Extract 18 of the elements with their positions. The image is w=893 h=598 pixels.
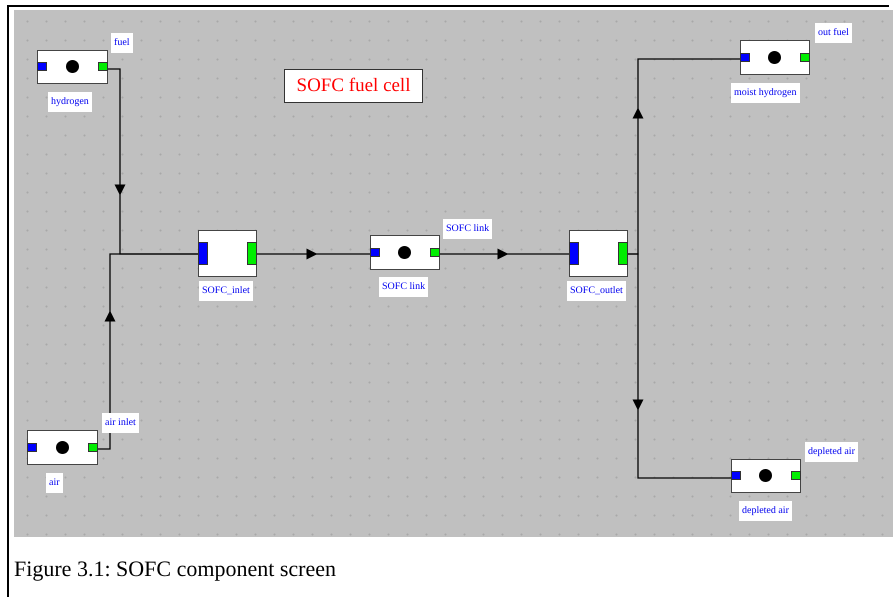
caption: Figure 3.1: SOFC component screen <box>14 556 336 582</box>
stream-name: out fuel <box>815 23 852 43</box>
stream-name: depleted air <box>805 442 858 462</box>
flow-arrow <box>257 248 370 260</box>
stream-name: air inlet <box>102 413 139 433</box>
flow-arrow <box>440 248 569 260</box>
flow-arrow <box>98 253 198 450</box>
component-name: SOFC link <box>379 277 428 297</box>
component-name: SOFC_outlet <box>567 281 626 301</box>
stream-name: SOFC link <box>443 219 492 239</box>
component-name: air <box>46 473 63 493</box>
component-name: hydrogen <box>48 92 92 112</box>
flow-arrow <box>628 253 731 479</box>
stream-name: fuel <box>111 33 133 53</box>
component-name: moist hydrogen <box>731 83 800 103</box>
title: SOFC fuel cell <box>284 69 423 103</box>
component-name: SOFC_inlet <box>199 281 253 301</box>
component-name: depleted air <box>739 501 792 521</box>
